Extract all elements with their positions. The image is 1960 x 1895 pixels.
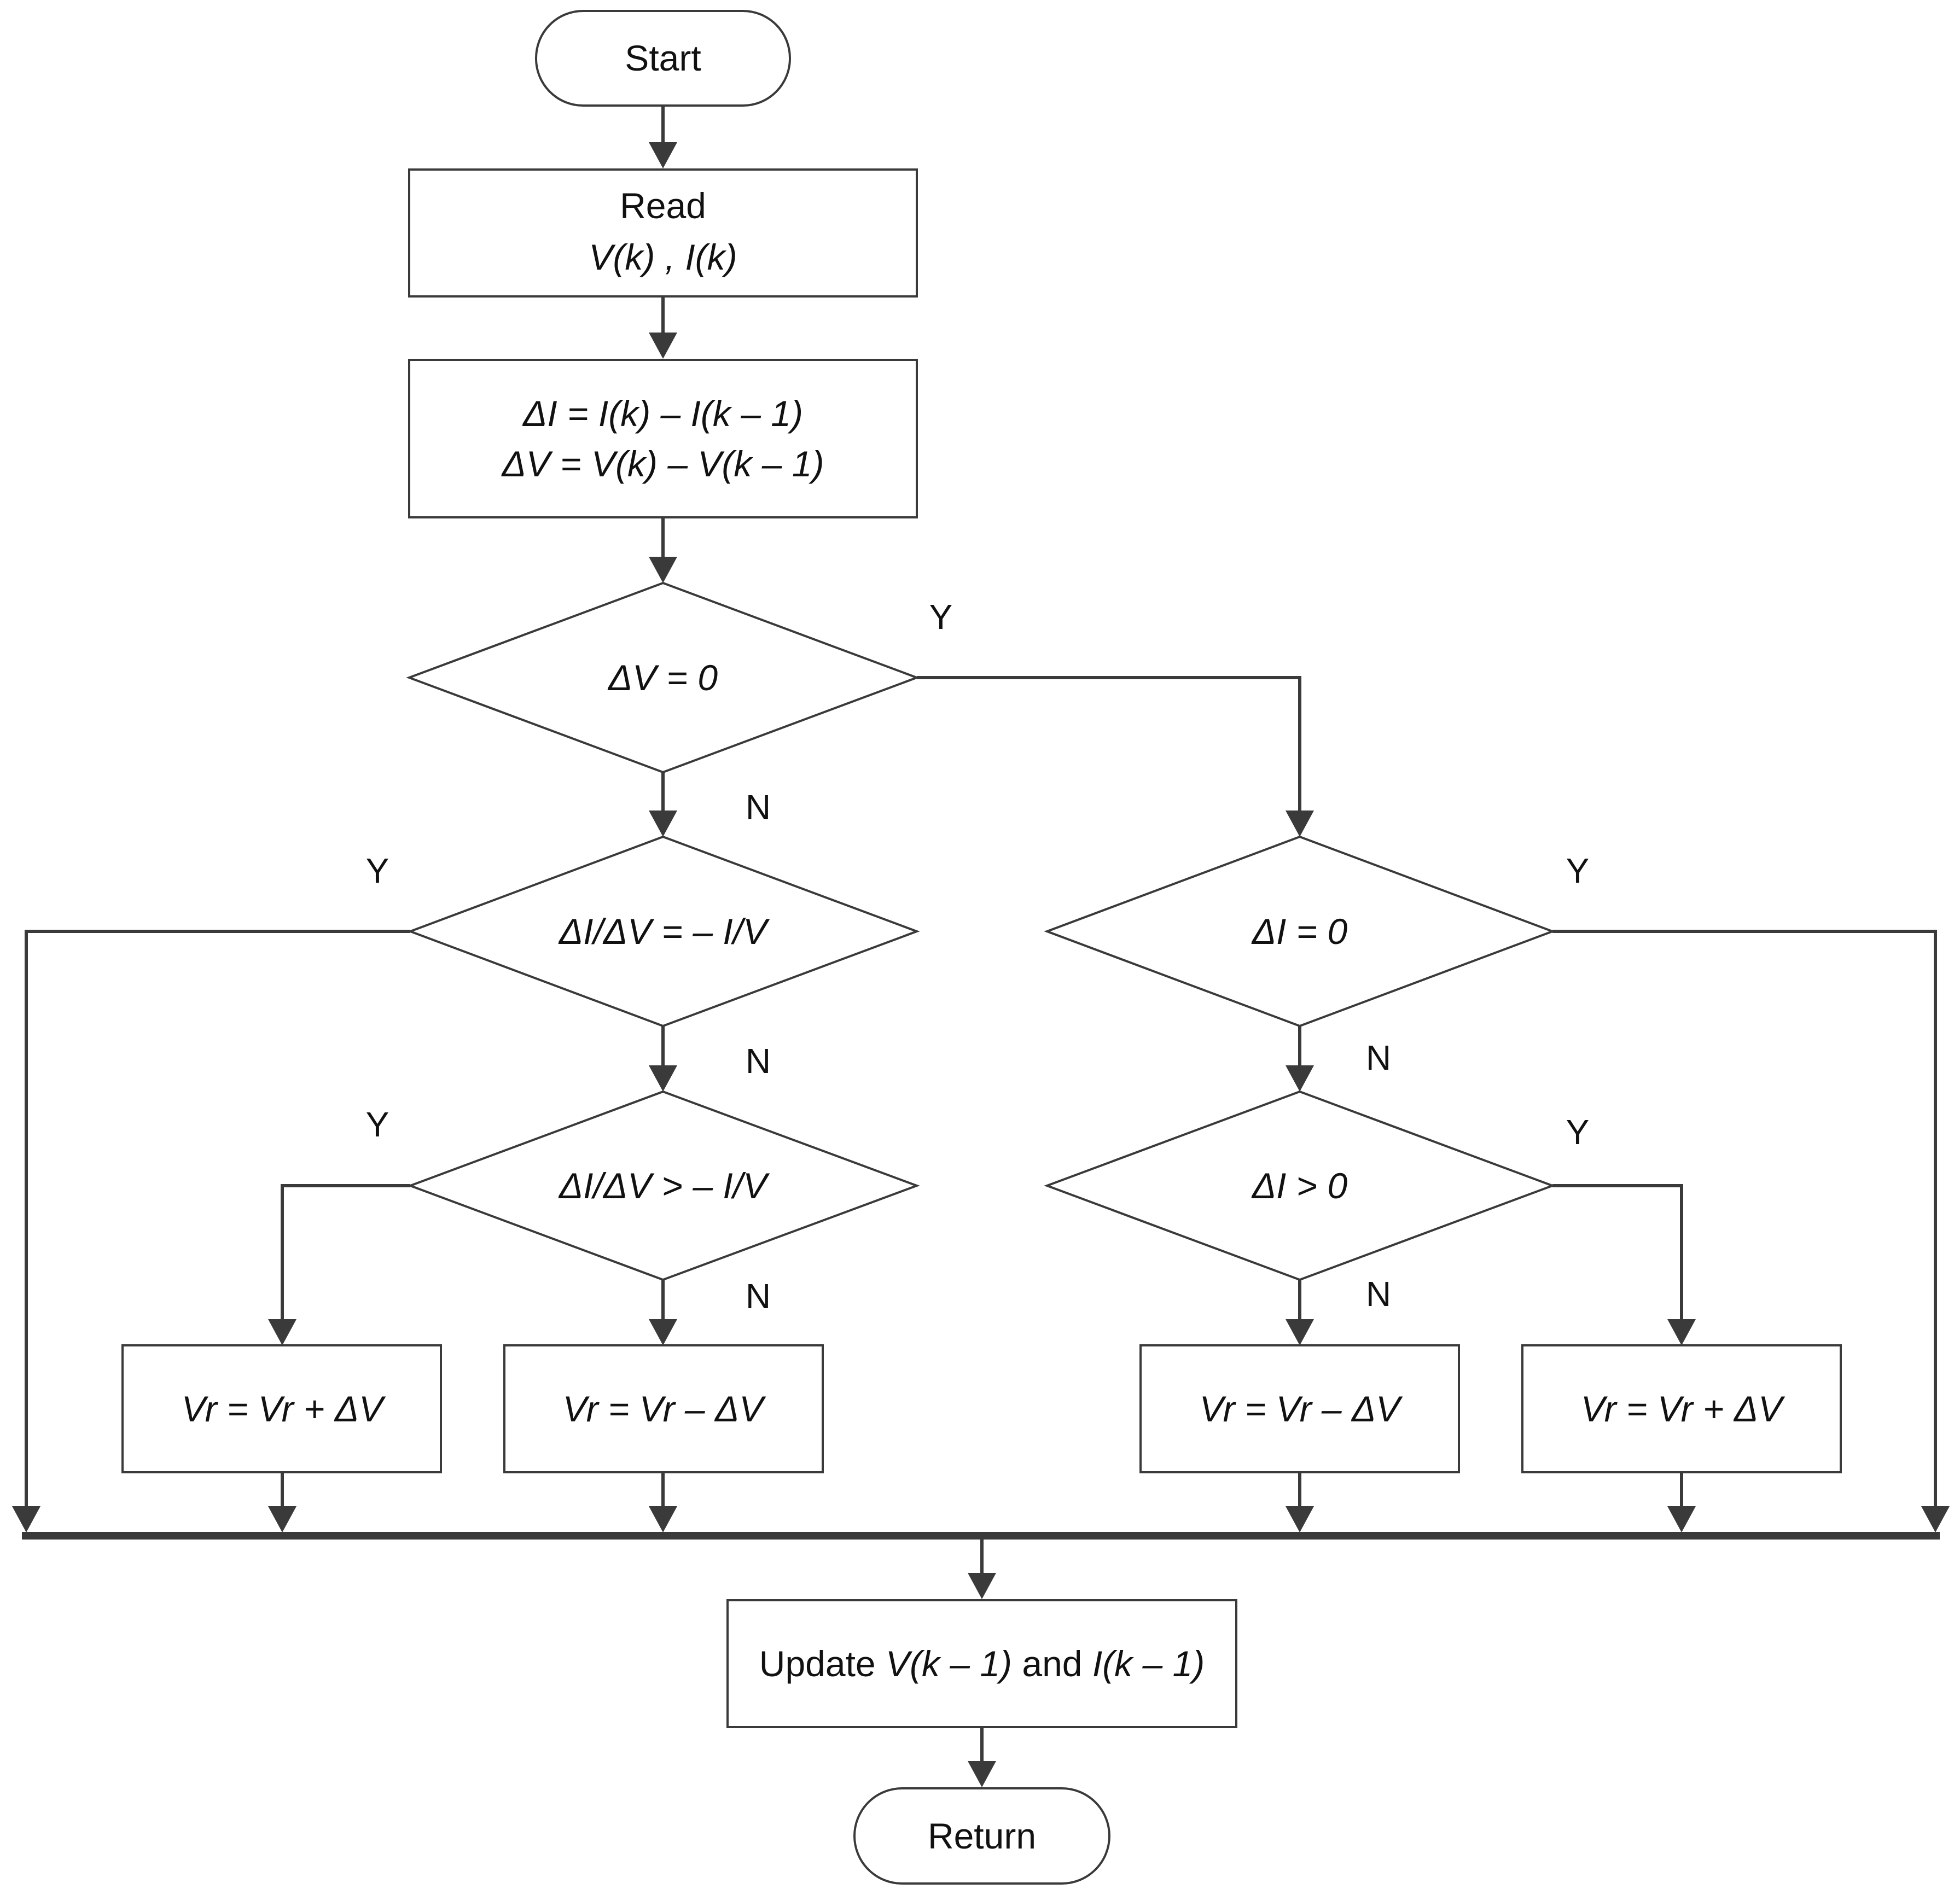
action-box-right-2 [1521, 1344, 1842, 1473]
decision-di0 [1044, 835, 1556, 1028]
update-box [726, 1599, 1237, 1728]
action-left-1-label: Vr = Vr + ΔV [182, 1389, 386, 1429]
arrowhead-l2-bus [649, 1506, 677, 1532]
update-label-i: I(k – 1) [1092, 1643, 1205, 1684]
compute-label-line2: ΔV = V(k) – V(k – 1) [501, 444, 824, 484]
decision-inc-eq-label: ΔI/ΔV = – I/V [558, 911, 770, 952]
decision-inc-eq [407, 835, 920, 1028]
inc-eq-yes-label: Y [366, 851, 389, 890]
inc-gt-no-label: N [746, 1276, 771, 1316]
arrowhead-compute-dv0 [649, 557, 677, 583]
action-right-1-label: Vr = Vr – ΔV [1200, 1389, 1403, 1429]
decision-inc-gt-label: ΔI/ΔV > – I/V [558, 1165, 770, 1206]
decision-inc-gt [407, 1090, 920, 1281]
decision-dv0 [406, 581, 920, 774]
start-label: Start [625, 38, 701, 78]
start-terminal [535, 10, 791, 107]
arrowhead-di-gt-yes [1667, 1319, 1696, 1345]
branch-labels: Y N Y N Y N Y N Y N [366, 597, 1590, 1316]
action-box-left-2 [503, 1344, 824, 1473]
arrow-inc-gt-yes [281, 1184, 410, 1326]
arrowhead-read-compute [649, 333, 677, 359]
action-right-2-label: Vr = Vr + ΔV [1581, 1389, 1785, 1429]
node-labels: Start Read V(k) , I(k) ΔI = I(k) – I(k –… [182, 38, 1785, 1856]
arrowhead-inc-eq-no [649, 1065, 677, 1092]
update-label-pre: Update [759, 1643, 886, 1684]
arrowhead-di0-yes [1921, 1506, 1950, 1532]
decision-di-gt [1044, 1090, 1556, 1281]
di0-no-label: N [1366, 1038, 1391, 1077]
arrowhead-dv0-no [649, 811, 677, 837]
return-terminal [853, 1787, 1110, 1885]
arrow-dv0-yes [917, 676, 1301, 817]
update-label-v: V(k – 1) [886, 1643, 1012, 1684]
arrow-di0-yes [1552, 930, 1937, 1511]
shapes [121, 10, 1842, 1885]
read-label-line2: V(k) , I(k) [589, 237, 737, 277]
di-gt-yes-label: Y [1566, 1112, 1590, 1152]
action-box-right-1 [1139, 1344, 1460, 1473]
inc-eq-no-label: N [746, 1041, 771, 1081]
action-box-left-1 [121, 1344, 442, 1473]
decision-di0-label: ΔI = 0 [1251, 911, 1348, 952]
arrowhead-start-read [649, 142, 677, 168]
compute-label-line1: ΔI = I(k) – I(k – 1) [522, 393, 803, 434]
arrowhead-inc-gt-no [649, 1319, 677, 1345]
action-left-2-label: Vr = Vr – ΔV [563, 1389, 766, 1429]
arrowhead-inc-eq-yes [12, 1506, 40, 1532]
read-box [408, 168, 918, 298]
arrowhead-di-gt-no [1286, 1319, 1314, 1345]
arrowhead-inc-gt-yes [268, 1319, 296, 1345]
arrowhead-l1-bus [268, 1506, 296, 1532]
inc-gt-yes-label: Y [366, 1105, 389, 1144]
read-label-line1: Read [620, 185, 706, 226]
di-gt-no-label: N [1366, 1274, 1391, 1314]
di0-yes-label: Y [1566, 851, 1590, 890]
arrowhead-r1-bus [1286, 1506, 1314, 1532]
arrowhead-bus-update [968, 1573, 996, 1599]
arrowhead-di0-no [1286, 1065, 1314, 1092]
arrowhead-r2-bus [1667, 1506, 1696, 1532]
connectors [12, 106, 1950, 1787]
arrowhead-dv0-yes [1286, 811, 1314, 837]
dv0-no-label: N [746, 788, 771, 827]
dv0-yes-label: Y [929, 597, 953, 637]
arrowhead-update-return [968, 1761, 996, 1787]
update-label: Update V(k – 1) and I(k – 1) [759, 1643, 1205, 1684]
decision-di-gt-label: ΔI > 0 [1251, 1165, 1348, 1206]
arrow-inc-eq-yes [25, 930, 410, 1511]
decision-dv0-label: ΔV = 0 [607, 657, 718, 698]
update-label-mid: and [1012, 1643, 1092, 1684]
compute-box [408, 359, 918, 518]
return-label: Return [928, 1816, 1036, 1856]
arrow-di-gt-yes [1552, 1184, 1683, 1326]
